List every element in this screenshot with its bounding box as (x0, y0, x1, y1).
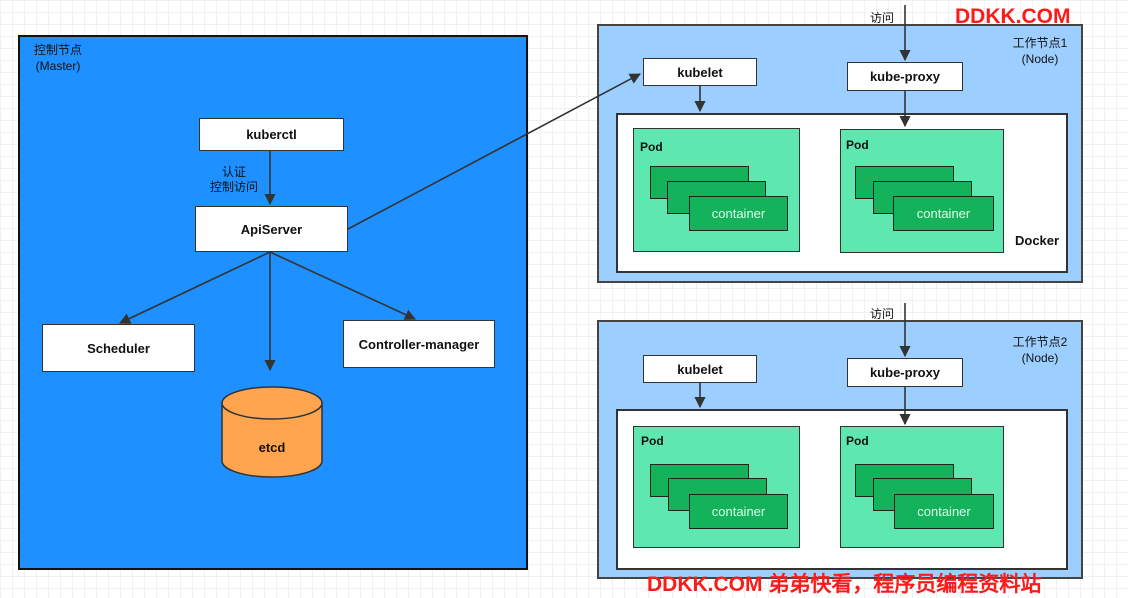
node2-title-block: 工作节点2 (Node) (1002, 334, 1078, 366)
node1-pod-2-label: Pod (846, 138, 869, 152)
etcd-cylinder[interactable] (220, 385, 324, 481)
master-title: 控制节点 (33, 43, 82, 57)
scheduler-box[interactable]: Scheduler (42, 324, 195, 372)
node1-pod-1-container: container (689, 196, 788, 231)
apiserver-to-kubelet-arrow (347, 73, 641, 230)
node1-title-block: 工作节点1 (Node) (1002, 35, 1078, 67)
node2-pod-2-label: Pod (846, 434, 869, 448)
etcd-label: etcd (258, 440, 286, 455)
apiserver-to-scheduler-arrow (118, 251, 271, 324)
node2-pod-2-container: container (894, 494, 994, 529)
node2-access-label: 访问 (870, 307, 895, 321)
node2-kube-proxy-box[interactable]: kube-proxy (847, 358, 963, 387)
node1-title: 工作节点1 (1012, 36, 1068, 50)
node1-kubelet-box[interactable]: kubelet (643, 58, 757, 86)
node2-pod-1-label: Pod (641, 434, 664, 448)
master-subtitle: (Master) (35, 59, 81, 73)
node2-kubelet-box[interactable]: kubelet (643, 355, 757, 383)
node2-pod-1-container: container (689, 494, 788, 529)
kubectl-box[interactable]: kuberctl (199, 118, 344, 151)
apiserver-box[interactable]: ApiServer (195, 206, 348, 252)
master-title-block: 控制节点 (Master) (28, 42, 88, 74)
node1-docker-label: Docker (1015, 233, 1060, 248)
node1-access-label: 访问 (870, 11, 895, 25)
node1-pod-1-label: Pod (640, 140, 663, 154)
watermark-bottom: DDKK.COM 弟弟快看，程序员编程资料站 (647, 573, 1042, 596)
controller-manager-box[interactable]: Controller-manager (343, 320, 495, 368)
node2-subtitle: (Node) (1021, 351, 1059, 365)
auth-label: 认证 (222, 165, 247, 179)
apiserver-to-controller-arrow (269, 251, 417, 320)
node1-subtitle: (Node) (1021, 52, 1059, 66)
watermark-top: DDKK.COM (955, 5, 1071, 28)
access-control-label: 控制访问 (210, 180, 259, 194)
node1-pod-2-container: container (893, 196, 994, 231)
node2-title: 工作节点2 (1012, 335, 1068, 349)
node1-kube-proxy-box[interactable]: kube-proxy (847, 62, 963, 91)
